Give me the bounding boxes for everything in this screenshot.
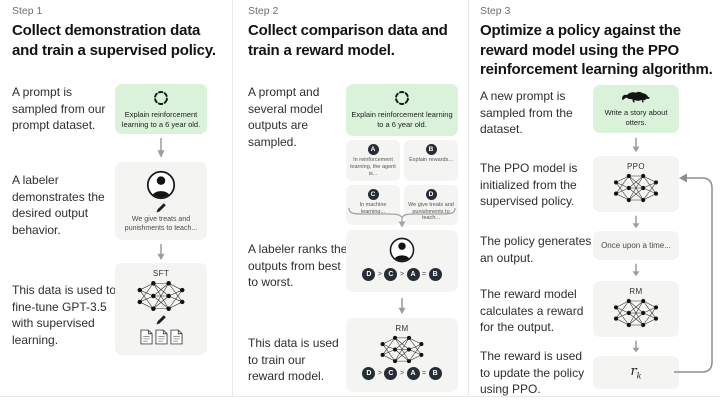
- step1-caption-prompt: A prompt is sampled from our prompt data…: [12, 85, 106, 133]
- document-icon: [140, 329, 153, 345]
- step3-title: Optimize a policy against the reward mod…: [480, 22, 713, 78]
- step3-prompt-box: Write a story about otters.: [593, 85, 679, 133]
- output-text-d: We give treats and punishments to teach.…: [408, 201, 454, 222]
- output-text-b: Explain rewards...: [409, 157, 453, 163]
- down-arrow-icon: [630, 137, 642, 153]
- rm-label: RM: [629, 287, 643, 296]
- step2-column: Step 2 Collect comparison data and train…: [232, 0, 468, 397]
- step3-reward-box: rk: [593, 356, 679, 389]
- step1-labeler-box: We give treats and punishments to teach.…: [115, 162, 207, 240]
- column-divider: [468, 0, 469, 396]
- ranking-row: D > C > A = B: [362, 367, 442, 380]
- reward-symbol: r: [630, 364, 637, 380]
- output-letter-d: D: [425, 188, 437, 200]
- step2-label: Step 2: [248, 5, 279, 17]
- step3-prompt-text: Write a story about otters.: [604, 108, 668, 128]
- documents-icon: [140, 329, 183, 345]
- step2-labeler-box: D > C > A = B: [346, 230, 458, 292]
- step1-caption-finetune: This data is used to fine-tune GPT-3.5 w…: [12, 283, 117, 347]
- output-text-c: In machine learning...: [359, 201, 387, 215]
- step3-label: Step 3: [480, 5, 511, 17]
- ranking-row: D > C > A = B: [362, 268, 442, 281]
- step1-caption-labeler: A labeler demonstrates the desired outpu…: [12, 173, 105, 237]
- ppo-label: PPO: [626, 162, 646, 171]
- rank-separator: =: [422, 271, 427, 278]
- down-arrow-icon: [630, 263, 642, 277]
- step3-rm-box: RM: [593, 281, 679, 337]
- output-box-b: B Explain rewards...: [404, 140, 458, 181]
- down-arrow-icon: [396, 297, 408, 315]
- step3-caption-prompt: A new prompt is sampled from the dataset…: [480, 89, 573, 137]
- labeler-person-icon: [145, 169, 177, 201]
- step2-caption-sampled: A prompt and several model outputs are s…: [248, 85, 323, 149]
- output-letter-b: B: [425, 144, 437, 155]
- rank-separator: >: [399, 370, 405, 377]
- rank-separator: >: [377, 271, 382, 278]
- neural-network-icon: [376, 334, 428, 365]
- step3-ppo-box: PPO: [593, 156, 679, 212]
- step1-prompt-box: Explain reinforcement learning to a 6 ye…: [115, 84, 207, 134]
- rank-circle: D: [362, 268, 376, 281]
- rm-label: RM: [395, 324, 409, 333]
- rank-separator: >: [377, 370, 382, 377]
- neural-network-icon: [134, 279, 188, 313]
- cycle-icon: [393, 89, 411, 107]
- step2-prompt-text: Explain reinforcement learning to a 6 ye…: [351, 110, 453, 130]
- rank-circle: B: [428, 268, 442, 281]
- down-arrow-icon: [155, 137, 167, 159]
- step2-prompt-box: Explain reinforcement learning to a 6 ye…: [346, 84, 458, 136]
- rank-separator: =: [422, 370, 427, 377]
- output-letter-a: A: [367, 144, 379, 155]
- document-icon: [170, 329, 183, 345]
- neural-network-icon: [610, 172, 662, 204]
- reward-value: rk: [630, 364, 641, 381]
- step2-title: Collect comparison data and train a rewa…: [248, 22, 448, 59]
- step2-caption-train-rm: This data is used to train our reward mo…: [248, 336, 339, 384]
- output-letter-c: C: [367, 188, 379, 200]
- step3-caption-ppo-init: The PPO model is initialized from the su…: [480, 161, 578, 209]
- output-box-d: D We give treats and punishments to teac…: [404, 184, 458, 226]
- rank-separator: >: [399, 271, 405, 278]
- step3-caption-generates: The policy generates an output.: [480, 234, 592, 265]
- output-box-a: A In reinforcement learning, the agent i…: [346, 140, 400, 181]
- rank-circle: B: [428, 367, 442, 380]
- step1-prompt-text: Explain reinforcement learning to a 6 ye…: [121, 110, 201, 130]
- pencil-icon: [155, 314, 167, 326]
- down-arrow-icon: [630, 340, 642, 353]
- rank-circle: A: [406, 268, 420, 281]
- down-arrow-icon: [155, 243, 167, 261]
- brace-arrow-icon: [348, 207, 456, 228]
- neural-network-icon: [610, 297, 662, 329]
- rank-circle: C: [384, 367, 398, 380]
- rank-circle: D: [362, 367, 376, 380]
- down-arrow-icon: [630, 215, 642, 229]
- rank-circle: C: [384, 268, 398, 281]
- step1-label: Step 1: [12, 5, 43, 17]
- feedback-loop-arrow-icon: [674, 173, 713, 373]
- step1-title: Collect demonstration data and train a s…: [12, 22, 216, 59]
- step3-column: Step 3 Optimize a policy against the rew…: [468, 0, 720, 397]
- step2-caption-ranks: A labeler ranks the outputs from best to…: [248, 242, 348, 290]
- step1-column: Step 1 Collect demonstration data and tr…: [0, 0, 232, 397]
- rank-circle: A: [406, 367, 420, 380]
- document-icon: [155, 329, 168, 345]
- otter-icon: [621, 90, 651, 105]
- labeler-person-icon: [388, 236, 416, 264]
- step3-output-box: Once upon a time...: [593, 231, 679, 260]
- output-box-c: C In machine learning...: [346, 184, 400, 226]
- output-text-a: In reinforcement learning, the agent is.…: [350, 157, 396, 177]
- step1-sft-box: SFT: [115, 263, 207, 355]
- step2-rm-box: RM D > C > A = B: [346, 318, 458, 392]
- bottom-divider: [0, 396, 720, 397]
- step3-output-text: Once upon a time...: [601, 241, 671, 250]
- model-outputs-grid: A In reinforcement learning, the agent i…: [346, 140, 458, 226]
- sft-label: SFT: [152, 269, 170, 278]
- cycle-icon: [152, 89, 170, 107]
- step1-demonstration-text: We give treats and punishments to teach.…: [124, 216, 198, 233]
- step3-caption-reward-calc: The reward model calculates a reward for…: [480, 287, 584, 335]
- pencil-icon: [155, 202, 167, 214]
- column-divider: [232, 0, 233, 396]
- reward-subscript: k: [636, 371, 642, 381]
- step3-caption-update: The reward is used to update the policy …: [480, 349, 585, 397]
